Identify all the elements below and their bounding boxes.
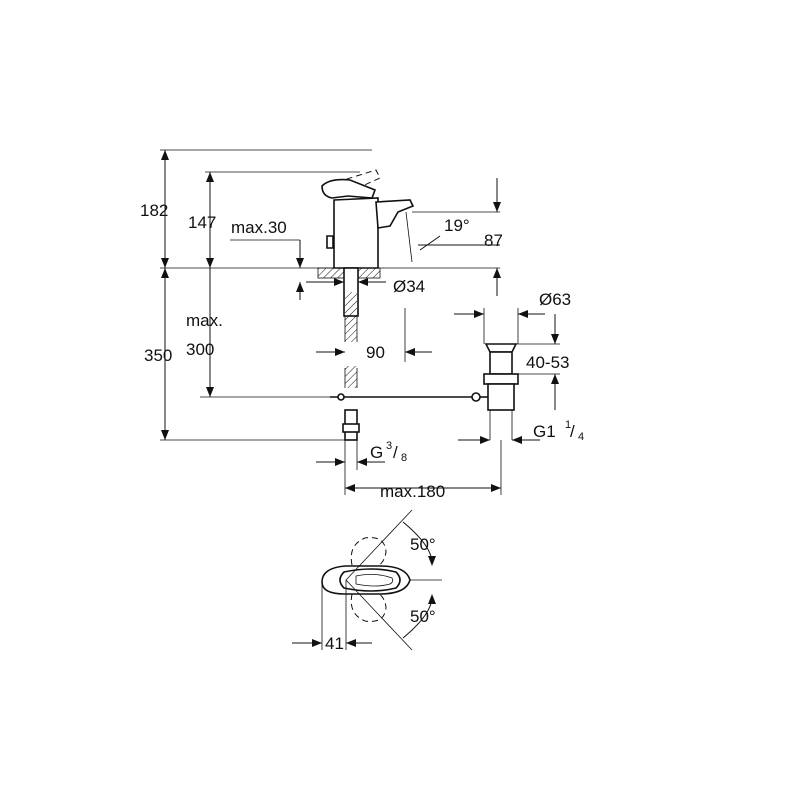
waste-thread-denominator: 4 <box>578 431 584 443</box>
popup-rod <box>326 235 334 249</box>
waste-assembly <box>471 343 519 440</box>
label-waste-range: 40-53 <box>526 353 569 372</box>
dimension-lines <box>160 149 560 495</box>
supply-thread-prefix: G <box>370 443 383 462</box>
supply-thread-denominator: 8 <box>401 452 407 464</box>
hose-braid <box>345 292 357 342</box>
supply-thread-numerator: 3 <box>386 440 392 452</box>
waste-thread-prefix: G1 <box>533 422 556 441</box>
spout <box>375 199 415 229</box>
label-handle-rotation-top: 50° <box>410 535 436 554</box>
lever-rotated-up <box>350 537 387 569</box>
label-max-deck-thickness: max.30 <box>231 218 287 237</box>
label-spout-angle: 19° <box>444 216 470 235</box>
lever <box>321 178 377 199</box>
label-below-deck-overall: 350 <box>144 346 172 365</box>
hose-nut <box>342 423 360 433</box>
faucet-body <box>333 197 379 269</box>
label-waste-thread: G1 1 / 4 <box>533 419 584 443</box>
waste-flange <box>484 343 518 353</box>
label-waste-diameter: Ø63 <box>539 290 571 309</box>
label-hose-offset: 90 <box>366 343 385 362</box>
label-spout-height: 147 <box>188 213 216 232</box>
svg-text:/: / <box>393 443 398 462</box>
waste-body-upper <box>489 351 513 375</box>
waste-thread-numerator: 1 <box>565 419 571 431</box>
label-max-projection: max.180 <box>380 482 445 501</box>
faucet-side-view <box>160 169 500 441</box>
label-below-deck-max: max. <box>186 311 223 330</box>
label-below-deck-max-value: 300 <box>186 340 214 359</box>
svg-text:/: / <box>570 422 575 441</box>
waste-nut <box>483 373 519 385</box>
label-supply-thread: G 3 / 8 <box>370 440 407 464</box>
plan-lever <box>339 568 401 592</box>
label-spout-reach-height: 87 <box>484 231 503 250</box>
label-overall-height: 182 <box>140 201 168 220</box>
label-handle-offset: 41 <box>325 634 344 653</box>
dimension-labels: 182 147 max.30 19° 87 Ø34 max. 300 350 9… <box>140 201 584 653</box>
linkage-clip <box>337 393 345 401</box>
label-hole-diameter: Ø34 <box>393 277 425 296</box>
label-handle-rotation-bottom: 50° <box>410 607 436 626</box>
waste-body-lower <box>487 383 515 411</box>
lever-rotated-down <box>350 590 387 622</box>
hose-braid-lower <box>345 366 357 388</box>
faucet-plan-view <box>292 509 442 651</box>
waste-pivot <box>471 392 481 402</box>
